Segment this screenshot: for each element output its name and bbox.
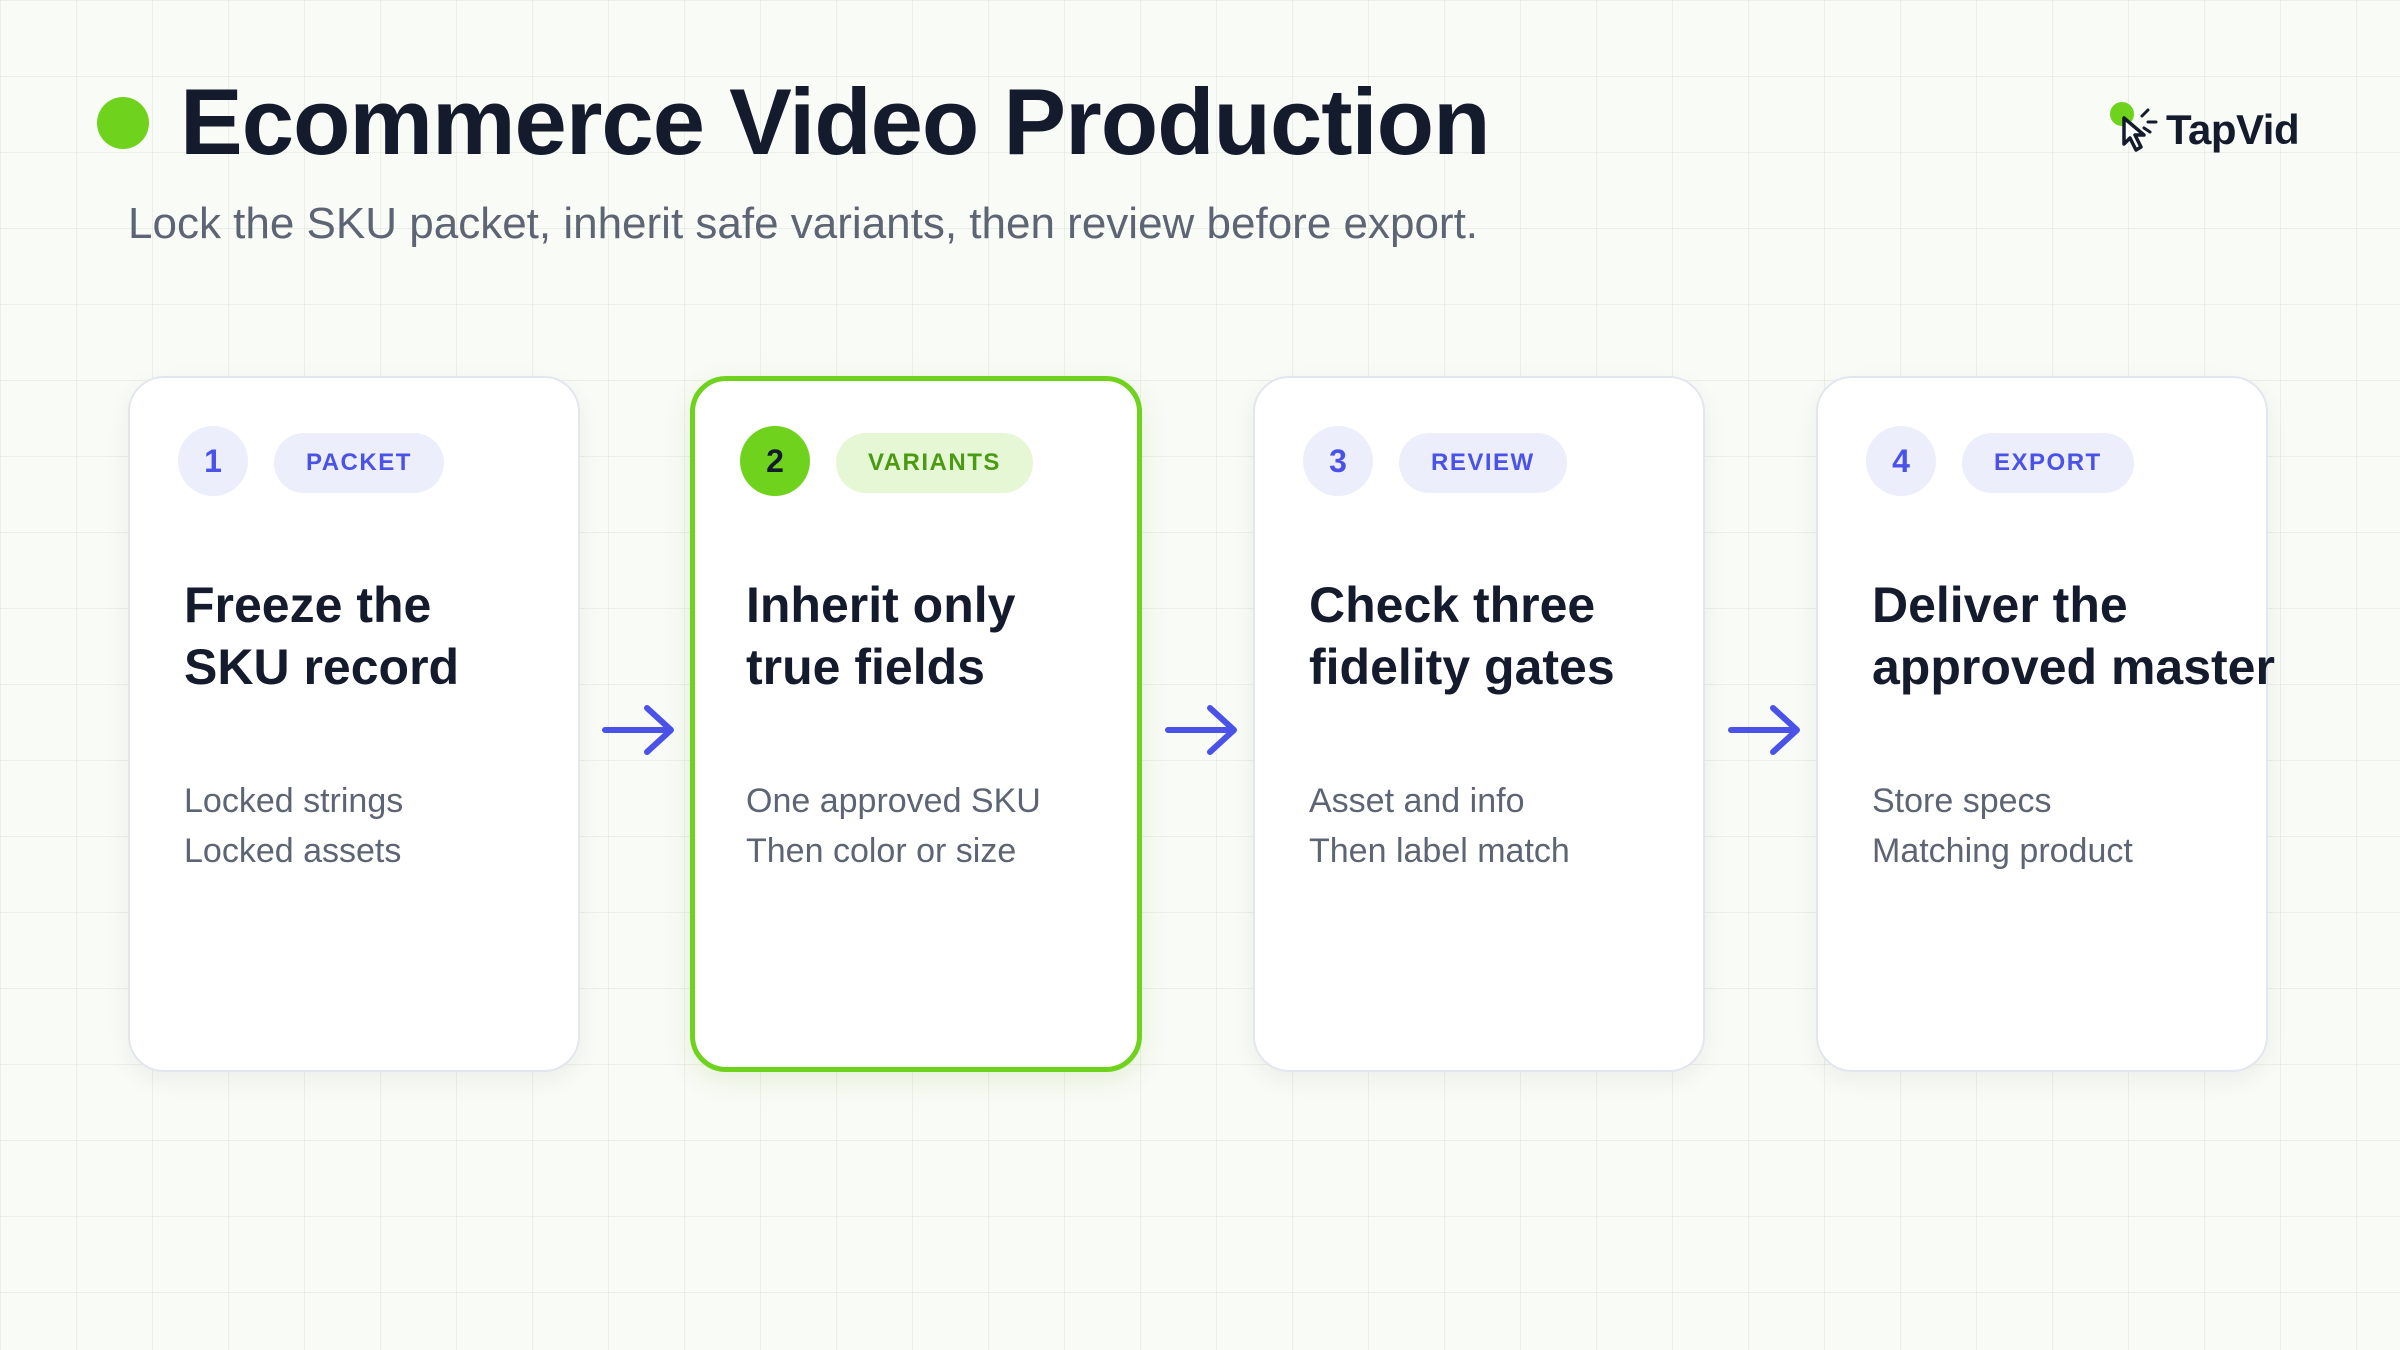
brand-logo: TapVid — [2108, 100, 2300, 160]
step-card-export: 4 EXPORT Deliver the approved master Sto… — [1816, 376, 2275, 1072]
step-heading: Inherit only true fields — [746, 577, 1016, 695]
step-details: Locked strings Locked assets — [184, 782, 404, 870]
step-details: Asset and info Then label match — [1309, 782, 1570, 870]
step-tag: EXPORT — [1962, 433, 2134, 493]
page-subtitle: Lock the SKU packet, inherit safe varian… — [128, 199, 1479, 248]
step-number-badge: 2 — [740, 426, 810, 496]
pointer-hand-icon — [2108, 100, 2164, 160]
step-heading: Freeze the SKU record — [184, 577, 460, 695]
header-bullet-dot — [97, 97, 149, 149]
step-tag: PACKET — [274, 433, 444, 493]
step-number-badge: 3 — [1303, 426, 1373, 496]
step-tag: VARIANTS — [836, 433, 1033, 493]
step-card-variants: 2 VARIANTS Inherit only true fields One … — [690, 376, 1142, 1072]
step-details: Store specs Matching product — [1872, 782, 2133, 870]
step-heading: Deliver the approved master — [1872, 577, 2275, 695]
arrow-right-icon — [1165, 705, 1237, 755]
step-card-review: 3 REVIEW Check three fidelity gates Asse… — [1253, 376, 1705, 1072]
page-title: Ecommerce Video Production — [180, 69, 1491, 174]
step-card-packet: 1 PACKET Freeze the SKU record Locked st… — [128, 376, 580, 1072]
step-number-badge: 4 — [1866, 426, 1936, 496]
arrow-right-icon — [1728, 705, 1800, 755]
step-tag: REVIEW — [1399, 433, 1567, 493]
step-number-badge: 1 — [178, 426, 248, 496]
step-heading: Check three fidelity gates — [1309, 577, 1615, 695]
step-details: One approved SKU Then color or size — [746, 782, 1041, 870]
arrow-right-icon — [602, 705, 674, 755]
brand-name: TapVid — [2166, 106, 2300, 153]
